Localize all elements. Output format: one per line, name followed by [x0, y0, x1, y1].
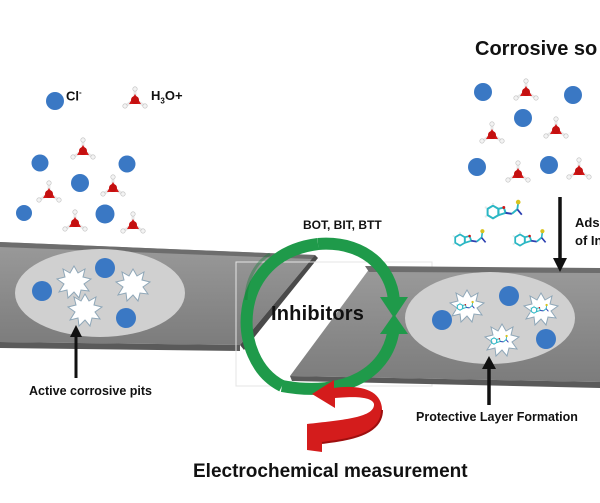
chloride-ion — [499, 286, 519, 306]
chloride-ion — [536, 329, 556, 349]
adsorption-line-1: Ads — [575, 215, 600, 230]
up-arrow-icon — [482, 356, 496, 405]
chloride-legend-icon — [46, 92, 64, 110]
inhibitor-molecules — [451, 198, 547, 247]
up-arrow-icon — [70, 325, 82, 378]
inhibitors-cycle-label: Inhibitors — [271, 303, 365, 325]
hydronium-suffix: O+ — [164, 88, 183, 103]
chloride-ion — [116, 308, 136, 328]
corrosive-solution-title: Corrosive so — [475, 38, 598, 60]
down-arrow-icon — [553, 197, 567, 272]
chloride-charge: - — [79, 88, 82, 97]
hydronium-legend-label: H3O+ — [151, 88, 183, 106]
adsorption-line-2: of In — [575, 233, 600, 248]
chloride-symbol: Cl — [66, 88, 79, 104]
protective-layer-caption: Protective Layer Formation — [416, 410, 578, 424]
active-pits-caption: Active corrosive pits — [29, 384, 152, 398]
inhibitor-names-label: BOT, BIT, BTT — [303, 218, 382, 232]
electrochemical-measurement-arrow-icon — [307, 380, 383, 452]
hydronium-legend-icon — [121, 85, 149, 110]
chloride-ion — [32, 281, 52, 301]
electrochemical-measurement-label: Electrochemical measurement — [193, 461, 468, 482]
hydronium-prefix: H — [151, 88, 161, 103]
chloride-ion — [432, 310, 452, 330]
inhibitor-molecule-icon — [483, 198, 523, 220]
hydronium-subscript: 3 — [160, 96, 165, 106]
chloride-ion — [95, 258, 115, 278]
adsorption-label: Ads of In — [575, 214, 600, 250]
inhibitor-molecule-icon — [511, 228, 547, 247]
left-corrosion-zone — [15, 249, 185, 337]
left-ion-cluster — [16, 85, 149, 235]
right-ion-cluster — [468, 77, 593, 184]
chloride-legend-label: Cl- — [66, 88, 82, 103]
right-protected-zone — [405, 272, 575, 364]
inhibitor-cycle-arrows-icon — [240, 237, 408, 395]
inhibitor-molecule-icon — [451, 228, 487, 247]
